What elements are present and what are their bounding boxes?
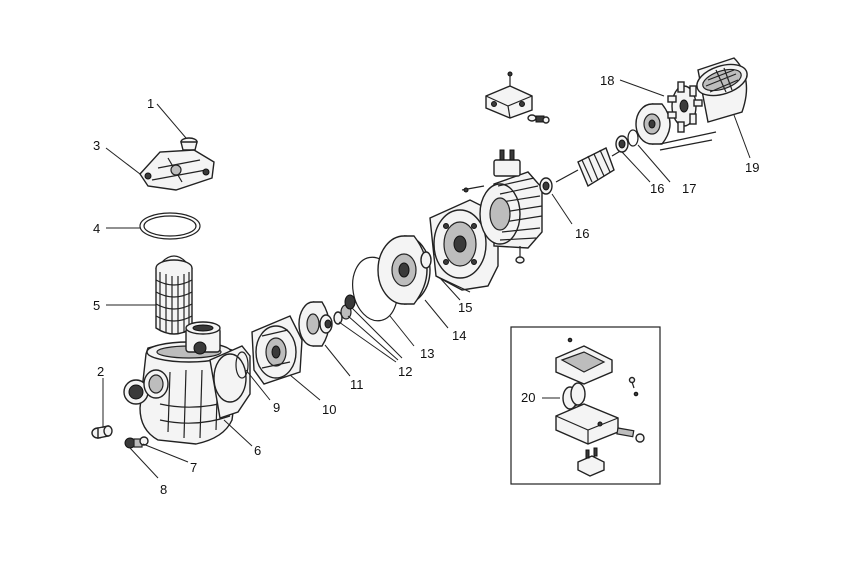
leader-lines <box>102 79 751 479</box>
part-drain-plug-small <box>124 436 149 449</box>
part-diffuser-oring <box>235 351 249 379</box>
callout-14: 14 <box>452 328 466 343</box>
part-bearing-rear <box>615 135 629 153</box>
callout-12: 12 <box>398 364 412 379</box>
part-strainer-basket <box>155 255 193 335</box>
part-lid-oring <box>139 212 201 240</box>
callout-7: 7 <box>190 460 197 475</box>
part-diffuser <box>251 315 303 385</box>
callout-13: 13 <box>420 346 434 361</box>
callout-5: 5 <box>93 298 100 313</box>
part-seal-plate <box>377 235 431 305</box>
callout-2: 2 <box>97 364 104 379</box>
part-impeller <box>298 301 333 347</box>
part-end-bell <box>635 103 717 151</box>
callout-1: 1 <box>147 96 154 111</box>
part-fan-cover <box>696 57 748 123</box>
callout-15: 15 <box>458 300 472 315</box>
callout-11: 11 <box>350 377 364 392</box>
part-lid <box>139 149 215 191</box>
callout-4: 4 <box>93 221 100 236</box>
callout-9: 9 <box>273 400 280 415</box>
callout-16-rear: 16 <box>650 181 664 196</box>
callout-17: 17 <box>682 181 696 196</box>
inset-capacitor-box <box>510 326 661 485</box>
callout-labels: 1 3 4 5 2 6 7 8 9 10 11 12 13 14 15 16 1… <box>93 73 759 497</box>
part-pump-housing <box>123 321 251 445</box>
part-wave-washer <box>627 129 639 147</box>
callout-20: 20 <box>521 390 535 405</box>
callout-6: 6 <box>254 443 261 458</box>
callout-16-front: 16 <box>575 226 589 241</box>
callout-18: 18 <box>600 73 614 88</box>
part-motor-body <box>461 149 543 264</box>
part-seals <box>333 294 356 325</box>
part-fan <box>667 81 703 133</box>
callout-19: 19 <box>745 160 759 175</box>
part-rotor <box>555 147 623 188</box>
part-drain-plug <box>91 425 113 439</box>
part-terminal-box <box>485 71 550 124</box>
part-bearing-front <box>539 177 553 195</box>
callout-8: 8 <box>160 482 167 497</box>
callout-10: 10 <box>322 402 336 417</box>
callout-3: 3 <box>93 138 100 153</box>
